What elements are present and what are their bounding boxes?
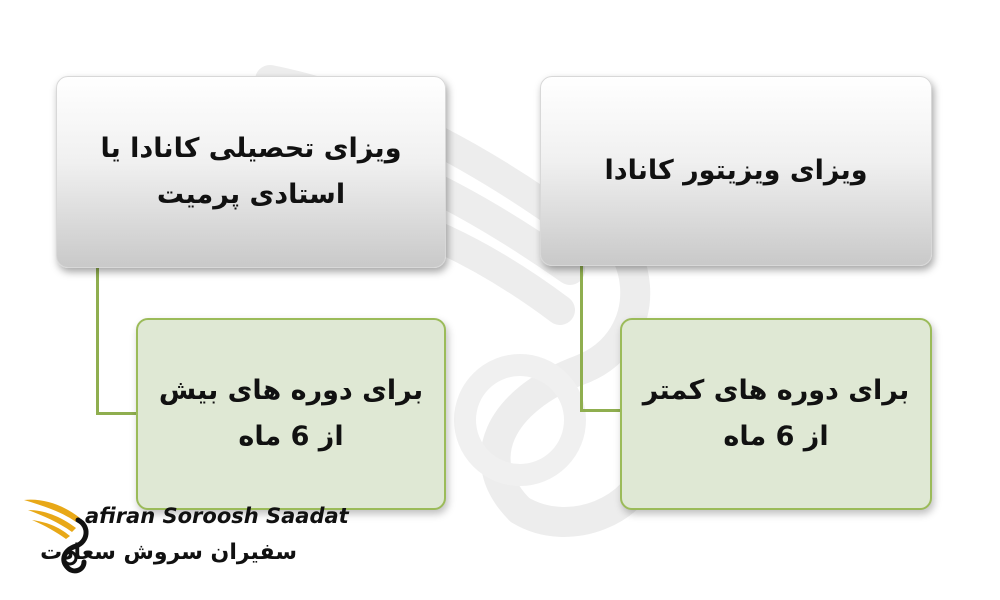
- connector-right-horizontal: [580, 409, 622, 412]
- winged-s-logo-icon: [24, 499, 89, 574]
- brand-logo: afiran Soroosh Saadat سفیران سروش سعادت: [22, 492, 349, 582]
- box-student-visa: ویزای تحصیلی کانادا یا استادی پرمیت: [56, 76, 446, 268]
- box-visitor-visa: ویزای ویزیتور کانادا: [540, 76, 932, 266]
- box-more-than-6-months-label: برای دوره های بیش از 6 ماه: [158, 375, 424, 452]
- brand-name-english: afiran Soroosh Saadat: [85, 504, 349, 528]
- connector-left-horizontal: [96, 412, 138, 415]
- box-less-than-6-months-label: برای دوره های کمتر از 6 ماه: [642, 375, 910, 452]
- brand-name-persian: سفیران سروش سعادت: [40, 540, 297, 565]
- connector-right-vertical: [580, 266, 583, 412]
- box-student-visa-label: ویزای تحصیلی کانادا یا استادی پرمیت: [100, 133, 402, 210]
- box-visitor-visa-label: ویزای ویزیتور کانادا: [604, 155, 868, 186]
- connector-left-vertical: [96, 268, 99, 415]
- box-more-than-6-months: برای دوره های بیش از 6 ماه: [136, 318, 446, 510]
- box-less-than-6-months: برای دوره های کمتر از 6 ماه: [620, 318, 932, 510]
